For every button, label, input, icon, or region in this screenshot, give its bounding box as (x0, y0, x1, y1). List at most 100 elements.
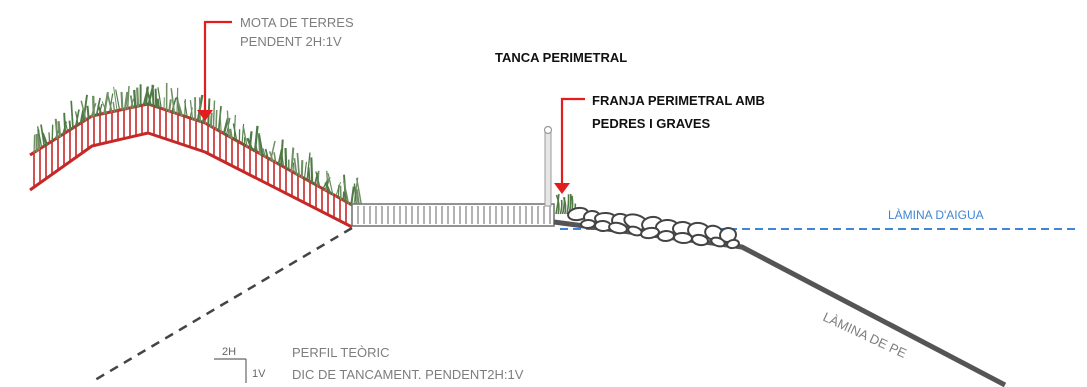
grass-blade (310, 157, 314, 184)
grass-blade (108, 93, 114, 114)
mota-callout-arrow (197, 20, 232, 121)
grass-blade (350, 186, 355, 206)
stones-and-gravel (567, 206, 740, 250)
grass-blade (555, 194, 560, 215)
grass-blade (41, 132, 49, 146)
grass-blade (168, 99, 172, 113)
grass-blade (562, 197, 567, 215)
grass-blade (112, 101, 116, 113)
grass-blade (176, 100, 184, 117)
grass-blade (293, 157, 298, 176)
grass-blade (63, 112, 67, 134)
grass-blade (48, 132, 51, 144)
grass-blade (154, 88, 158, 108)
grass-blade (80, 100, 87, 121)
perfil-label-line1: PERFIL TEÒRIC (292, 345, 390, 360)
grass-blade (33, 134, 36, 154)
grass-blade (184, 99, 186, 118)
grass-blade (342, 191, 345, 202)
pe-liner-label: LÀMINA DE PE (821, 309, 909, 361)
mota-label-line2: PENDENT 2H:1V (240, 34, 342, 49)
franja-callout-arrow (554, 97, 585, 194)
grass-blade (64, 120, 69, 133)
grass-blade (226, 110, 230, 138)
grass-blade (253, 125, 259, 153)
grass-blade (324, 181, 332, 195)
grass-blade (209, 112, 213, 128)
grass-blade (306, 152, 311, 181)
perimeter-fence-post (543, 125, 553, 207)
grass-blade (300, 160, 304, 179)
grass-blade (36, 126, 43, 149)
grass-blade (555, 194, 560, 215)
grass-blade (115, 89, 121, 112)
grass-blade (215, 109, 218, 131)
slope-h-label: 2H (222, 346, 236, 358)
grass-blade (70, 100, 74, 130)
gray-platform (351, 203, 555, 227)
grass-blade (232, 123, 238, 142)
grass-blade (68, 120, 72, 131)
grass-blade (129, 95, 134, 109)
tanca-label: TANCA PERIMETRAL (495, 50, 627, 65)
grass-blade (303, 161, 307, 180)
grass-blade (559, 199, 563, 215)
stone (710, 236, 726, 248)
stone (580, 218, 596, 230)
grass-blade (241, 123, 245, 145)
grass-blade (246, 137, 254, 151)
franja-label-line2: PEDRES I GRAVES (592, 116, 711, 131)
grass-blade (264, 148, 269, 160)
grass-blade (157, 87, 163, 110)
pe-liner-slope (553, 219, 1007, 387)
theoretical-profile-dashed-line (94, 226, 353, 382)
grass-blade (219, 111, 222, 134)
grass-blade (106, 93, 113, 113)
grass-blade (273, 152, 277, 164)
stone (691, 233, 709, 247)
grass-blade (290, 147, 295, 173)
grass-blade (255, 143, 259, 154)
grass-blade (75, 111, 79, 126)
stone (673, 231, 693, 245)
grass-blade (82, 94, 88, 123)
grass-blade (198, 97, 202, 123)
grass-blade (120, 91, 124, 111)
grass-blade (97, 105, 103, 116)
grass-blade (342, 180, 350, 205)
grass-blade (257, 133, 262, 155)
grass-blade (189, 107, 193, 120)
vegetation-grass (33, 82, 363, 207)
grass-blade (269, 140, 276, 161)
grass-blade (151, 84, 155, 107)
grass-blade (566, 194, 570, 215)
grass-blade (248, 131, 253, 150)
water-surface-label: LÀMINA D'AIGUA (888, 207, 984, 222)
grass-blade (284, 147, 288, 170)
stone (657, 229, 675, 243)
grass-blade (51, 124, 54, 143)
grass-blade (268, 151, 274, 163)
grass-blade (184, 100, 188, 119)
grass-blade (136, 87, 140, 108)
grass-blade (258, 135, 264, 157)
grass-blade (327, 173, 334, 196)
slope-ratio-symbol: 2H 1V (214, 346, 266, 383)
perfil-label-line2: DIC DE TANCAMENT. PENDENT2H:1V (292, 367, 524, 382)
stone (726, 238, 740, 250)
grass-blade (292, 162, 295, 174)
grass-blade (126, 85, 130, 110)
grass-blade (54, 118, 59, 139)
grass-blade (280, 149, 285, 168)
grass-blade (212, 100, 216, 129)
grass-blade (262, 148, 267, 158)
grass-blade (337, 184, 340, 199)
grass-blade (296, 152, 301, 177)
grass-blade (307, 167, 311, 183)
grass-blade (113, 86, 118, 112)
grass-blade (145, 87, 152, 107)
grass-blade (86, 105, 90, 120)
stone (608, 221, 628, 235)
grass-blade (313, 172, 319, 186)
